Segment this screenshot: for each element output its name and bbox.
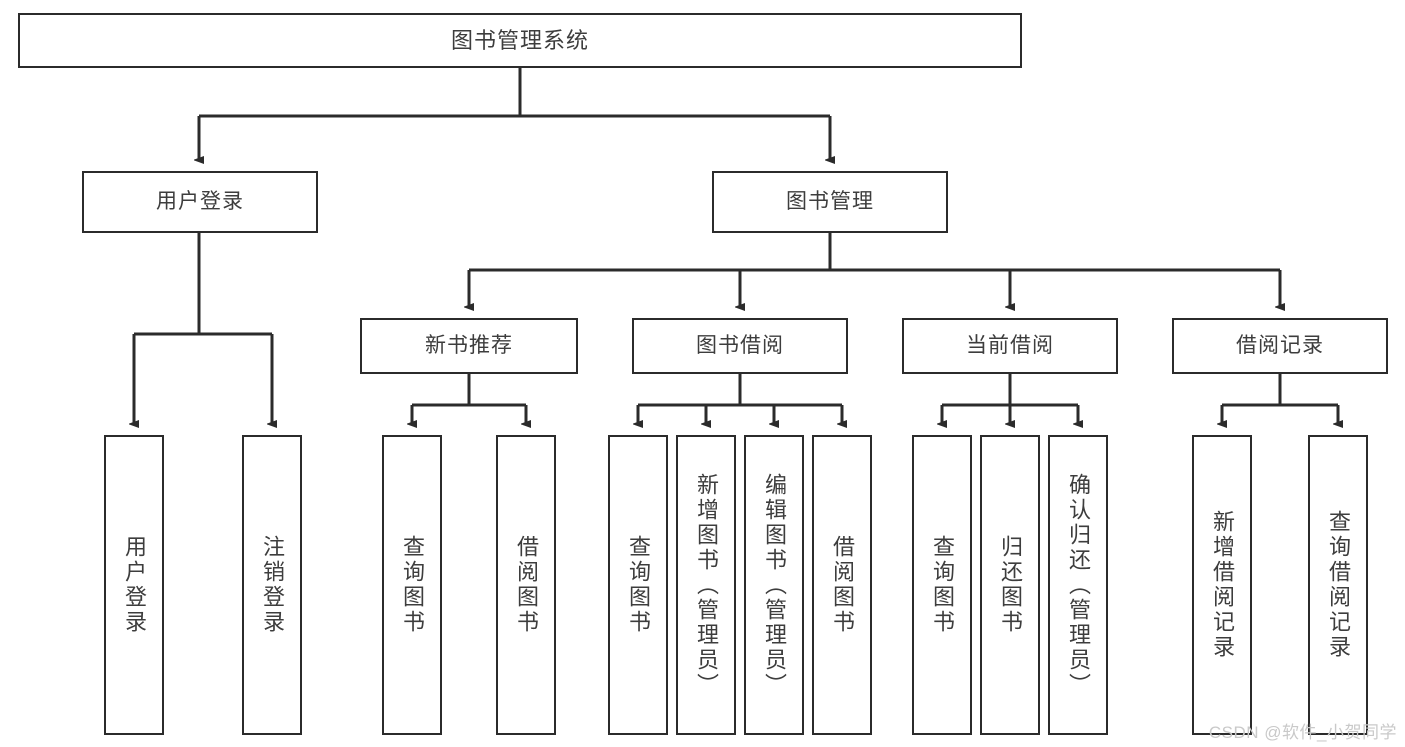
leaf-book-borrow-edit-admin[interactable]: 编辑图书（管理员） bbox=[744, 435, 804, 735]
node-root-book-management-system[interactable]: 图书管理系统 bbox=[18, 13, 1022, 68]
leaf-new-book-query[interactable]: 查询图书 bbox=[382, 435, 442, 735]
node-label: 图书管理 bbox=[786, 189, 874, 213]
node-label: 编辑图书（管理员） bbox=[761, 472, 787, 698]
node-label: 当前借阅 bbox=[966, 333, 1054, 357]
node-label: 借阅记录 bbox=[1236, 333, 1324, 357]
node-current-borrow[interactable]: 当前借阅 bbox=[902, 318, 1118, 374]
node-label: 新增图书（管理员） bbox=[693, 472, 719, 698]
leaf-book-borrow-add-admin[interactable]: 新增图书（管理员） bbox=[676, 435, 736, 735]
node-label: 借阅图书 bbox=[829, 535, 855, 635]
leaf-current-borrow-query[interactable]: 查询图书 bbox=[912, 435, 972, 735]
node-label: 查询图书 bbox=[929, 535, 955, 635]
node-label: 确认归还（管理员） bbox=[1065, 472, 1091, 698]
leaf-borrow-record-add[interactable]: 新增借阅记录 bbox=[1192, 435, 1252, 735]
node-label: 新书推荐 bbox=[425, 333, 513, 357]
node-label: 查询图书 bbox=[399, 535, 425, 635]
node-label: 归还图书 bbox=[997, 535, 1023, 635]
node-label: 查询图书 bbox=[625, 535, 651, 635]
node-label: 查询借阅记录 bbox=[1325, 510, 1351, 660]
node-new-book-recommend[interactable]: 新书推荐 bbox=[360, 318, 578, 374]
leaf-user-login-logout[interactable]: 注销登录 bbox=[242, 435, 302, 735]
node-label: 用户登录 bbox=[156, 189, 244, 213]
leaf-book-borrow-borrow[interactable]: 借阅图书 bbox=[812, 435, 872, 735]
node-label: 注销登录 bbox=[259, 535, 285, 635]
node-book-borrow[interactable]: 图书借阅 bbox=[632, 318, 848, 374]
node-user-login[interactable]: 用户登录 bbox=[82, 171, 318, 233]
node-borrow-record[interactable]: 借阅记录 bbox=[1172, 318, 1388, 374]
node-label: 借阅图书 bbox=[513, 535, 539, 635]
node-book-management[interactable]: 图书管理 bbox=[712, 171, 948, 233]
leaf-new-book-borrow[interactable]: 借阅图书 bbox=[496, 435, 556, 735]
csdn-watermark: CSDN @软件_小贺同学 bbox=[1208, 723, 1397, 742]
node-label: 图书管理系统 bbox=[450, 27, 589, 53]
leaf-book-borrow-query[interactable]: 查询图书 bbox=[608, 435, 668, 735]
node-label: 新增借阅记录 bbox=[1209, 510, 1235, 660]
leaf-borrow-record-query[interactable]: 查询借阅记录 bbox=[1308, 435, 1368, 735]
leaf-current-borrow-confirm-return-admin[interactable]: 确认归还（管理员） bbox=[1048, 435, 1108, 735]
leaf-current-borrow-return[interactable]: 归还图书 bbox=[980, 435, 1040, 735]
leaf-user-login-login[interactable]: 用户登录 bbox=[104, 435, 164, 735]
node-label: 用户登录 bbox=[121, 535, 147, 635]
node-label: 图书借阅 bbox=[696, 333, 784, 357]
